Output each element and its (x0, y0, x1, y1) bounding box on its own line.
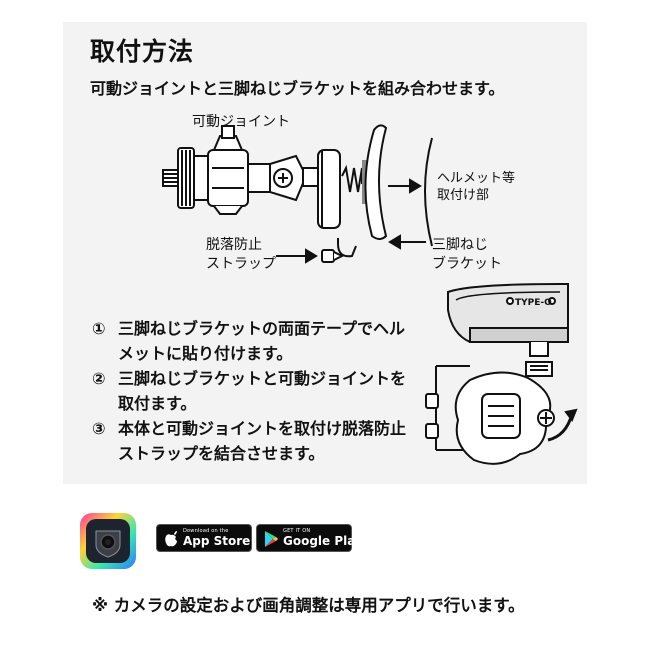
step-number: ③ (92, 419, 106, 438)
camera-device-illustration (425, 283, 578, 465)
arrow-to-helmet (388, 178, 422, 194)
camera-lens-icon (95, 530, 121, 558)
helmet-surface-line (424, 137, 433, 247)
step-list: ① 三脚ねじブラケットの両面テープでヘルメットに貼り付けます。 ② 三脚ねじブラ… (92, 316, 412, 466)
strap-illustration (321, 238, 357, 263)
app-store-big-text: App Store (183, 534, 251, 548)
app-store-small-text: Download on the (183, 528, 229, 534)
google-play-badge[interactable]: GET IT ON Google Play (256, 524, 363, 552)
step-number: ② (92, 369, 106, 388)
arrow-to-strap (276, 248, 318, 264)
tripod-bracket-illustration (364, 124, 388, 240)
step-text: 三脚ねじブラケットと可動ジョイントを取付ます。 (118, 369, 407, 413)
label-movable-joint: 可動ジョイント (192, 114, 290, 130)
label-tripod-bracket: 三脚ねじ ブラケット (432, 236, 502, 274)
movable-joint-illustration (162, 125, 341, 229)
step-item-2: ② 三脚ねじブラケットと可動ジョイントを取付ます。 (92, 366, 412, 416)
spring-illustration (341, 164, 363, 193)
step-text: 三脚ねじブラケットの両面テープでヘルメットに貼り付けます。 (118, 319, 406, 363)
label-helmet-mount: ヘルメット等 取付け部 (437, 170, 515, 204)
label-strap-line1: 脱落防止 (206, 237, 262, 253)
page-title: 取付方法 (90, 37, 195, 66)
google-play-icon (265, 531, 278, 547)
label-bracket-line2: ブラケット (432, 256, 502, 272)
label-bracket-line1: 三脚ねじ (432, 237, 488, 253)
step-item-1: ① 三脚ねじブラケットの両面テープでヘルメットに貼り付けます。 (92, 316, 412, 366)
app-settings-note: ※ カメラの設定および画角調整は専用アプリで行います。 (92, 596, 525, 615)
google-play-big-text: Google Play (283, 534, 363, 548)
app-store-badge[interactable]: Download on the App Store (156, 524, 252, 552)
step-number: ① (92, 319, 106, 338)
label-helmet-line1: ヘルメット等 (437, 171, 516, 186)
label-helmet-line2: 取付け部 (437, 188, 490, 203)
apple-icon (165, 531, 177, 547)
label-safety-strap: 脱落防止 ストラップ (206, 236, 276, 274)
companion-app-icon[interactable] (80, 513, 136, 569)
step-text: 本体と可動ジョイントを取付け脱落防止ストラップを結合させます。 (118, 419, 407, 463)
label-strap-line2: ストラップ (206, 256, 276, 272)
page-subtitle: 可動ジョイントと三脚ねじブラケットを組み合わせます。 (90, 79, 505, 98)
device-model-text: TYPE-O (515, 298, 552, 308)
app-icon-inner (86, 519, 130, 563)
arrow-to-bracket (388, 234, 426, 250)
google-play-small-text: GET IT ON (283, 528, 311, 534)
step-item-3: ③ 本体と可動ジョイントを取付け脱落防止ストラップを結合させます。 (92, 416, 412, 466)
